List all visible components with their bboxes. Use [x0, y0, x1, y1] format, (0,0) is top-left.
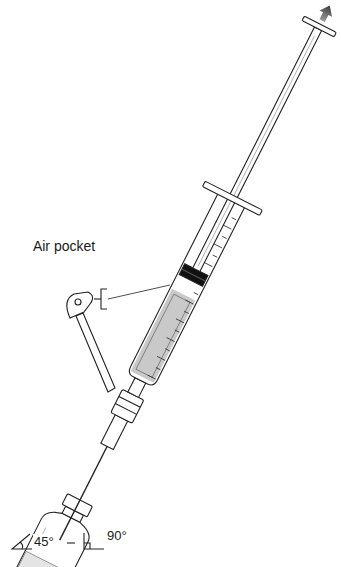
gradation-tick	[156, 367, 160, 369]
gradation-tick	[194, 293, 198, 295]
plunger-rod	[193, 27, 322, 272]
gradation-tick	[148, 375, 156, 379]
thumb-pad	[302, 16, 336, 37]
finger-flange	[202, 181, 262, 215]
callout-label: Air pocket	[30, 238, 98, 255]
adapter-lever	[67, 292, 115, 392]
vial	[3, 488, 104, 567]
gradation-tick	[213, 255, 217, 257]
angle-label: 45°	[33, 534, 55, 550]
gradation-tick	[176, 319, 184, 323]
syringe-barrel	[112, 10, 341, 395]
gradation-tick	[167, 338, 175, 342]
air-pocket-bracket	[94, 285, 170, 309]
angle-label: 90°	[106, 528, 128, 544]
needle	[60, 446, 107, 540]
gradation-tick	[222, 236, 226, 238]
gradation-tick	[184, 311, 188, 313]
gradation-tick	[232, 218, 236, 220]
gradation-tick	[214, 244, 222, 248]
gradation-tick	[175, 330, 179, 332]
gradation-tick	[165, 349, 169, 351]
gradation-tick	[157, 356, 165, 360]
vial-adapter	[96, 375, 151, 452]
gradation-tick	[223, 225, 231, 229]
gradation-tick	[185, 300, 193, 304]
gradation-tick	[204, 263, 212, 267]
pull-arrow	[316, 2, 336, 23]
angle-symbols	[12, 533, 104, 549]
